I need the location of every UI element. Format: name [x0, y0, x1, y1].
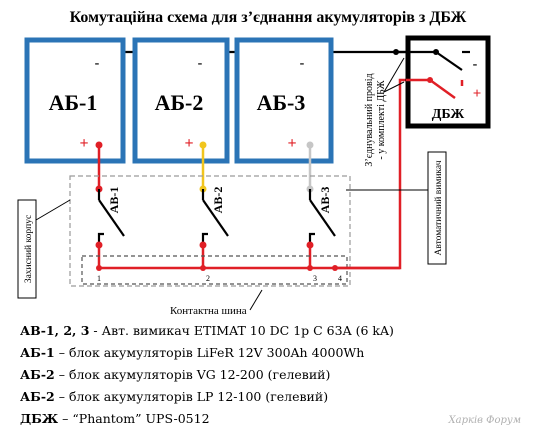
- breaker-av3-label: АВ-3: [318, 187, 332, 214]
- battery-ab2-minus: -: [198, 56, 203, 71]
- battery-ab1-label: АБ-1: [49, 90, 98, 115]
- legend-text: – блок акумуляторів LP 12-100 (гелевий): [54, 389, 329, 404]
- legend-row-breakers: АВ-1, 2, 3 - Авт. вимикач ETIMAT 10 DC 1…: [20, 320, 394, 342]
- protective-case-pointer: [35, 199, 71, 221]
- legend-text: – “Phantom” UPS-0512: [58, 411, 210, 426]
- watermark: Харків Форум: [448, 415, 521, 426]
- battery-ab3: АБ-3 - +: [234, 37, 334, 164]
- legend-key: АБ-2: [20, 367, 55, 382]
- bus-terminal-3-label: 3: [313, 274, 317, 283]
- breaker-av1: АВ-1: [95, 185, 125, 268]
- bus-node-2: [200, 265, 206, 271]
- ups-minus: -: [473, 57, 478, 72]
- legend-row-ab2: АБ-2 – блок акумуляторів VG 12-200 (геле…: [20, 364, 394, 386]
- protective-case-label-box: [17, 199, 37, 299]
- ups-plus: +: [473, 86, 482, 102]
- battery-ab3-plus: +: [287, 135, 296, 152]
- automatic-breaker-label: Автоматичний вимикач: [433, 160, 444, 255]
- breaker-av2: АВ-2: [199, 185, 229, 268]
- legend-row-ab1: АБ-1 – блок акумуляторів LiFeR 12V 300Ah…: [20, 342, 394, 364]
- bus-terminal-1-label: 1: [97, 274, 101, 283]
- legend-key: АБ-2: [20, 389, 55, 404]
- protective-case-label: Захисний корпус: [23, 215, 34, 283]
- legend-text: - Авт. вимикач ETIMAT 10 DC 1p C 63A (6 …: [89, 323, 394, 338]
- contact-bus-box: [81, 255, 348, 285]
- positive-wire-to-ups: [335, 78, 406, 270]
- legend-text: – блок акумуляторів LiFeR 12V 300Ah 4000…: [54, 345, 365, 360]
- legend-row-ups: ДБЖ – “Phantom” UPS-0512: [20, 408, 394, 430]
- connecting-wire-label-line1: З’єднувальний провід: [364, 73, 375, 166]
- legend-key: ДБЖ: [20, 411, 59, 426]
- breaker-av1-label: АВ-1: [107, 187, 121, 214]
- connecting-wire-label-line2: - у комплекті ДБЖ: [376, 80, 387, 159]
- legend-row-ab2-lp: АБ-2 – блок акумуляторів LP 12-100 (геле…: [20, 386, 394, 408]
- battery-ab2-label: АБ-2: [155, 90, 204, 115]
- diagram-title: Комутаційна схема для з’єднання акумулят…: [70, 9, 467, 26]
- positive-terminal-ab3: [306, 141, 314, 149]
- automatic-breaker-label-box: [427, 151, 447, 265]
- ups-dbzh: - + ДБЖ: [396, 35, 491, 129]
- connecting-wire-arrow-top: [383, 57, 405, 93]
- breaker-av2-label: АВ-2: [211, 187, 225, 214]
- legend: АВ-1, 2, 3 - Авт. вимикач ETIMAT 10 DC 1…: [20, 320, 394, 430]
- ups-label: ДБЖ: [432, 107, 465, 122]
- bus-terminal-2-label: 2: [206, 274, 210, 283]
- bus-terminal-4-label: 4: [338, 274, 342, 283]
- battery-ab1-minus: -: [95, 56, 100, 71]
- positive-terminal-ab2: [199, 141, 207, 149]
- contact-bus-label: Контактна шина: [170, 305, 247, 317]
- bus-node-3: [307, 265, 313, 271]
- legend-text: – блок акумуляторів VG 12-200 (гелевий): [54, 367, 331, 382]
- battery-ab2: АБ-2 - +: [132, 37, 230, 164]
- battery-ab1-plus: +: [79, 135, 88, 152]
- battery-ab3-minus: -: [300, 56, 305, 71]
- protective-case: [69, 175, 351, 287]
- connecting-wire-arrow-bottom: [383, 81, 405, 93]
- battery-ab1: АБ-1 - +: [24, 37, 126, 164]
- wiring-diagram: Комутаційна схема для з’єднання акумулят…: [17, 9, 491, 317]
- battery-ab2-plus: +: [184, 135, 193, 152]
- legend-key: АБ-1: [20, 345, 55, 360]
- legend-key: АВ-1, 2, 3: [20, 323, 90, 338]
- contact-bus-pointer: [249, 289, 263, 311]
- positive-terminal-ab1: [95, 141, 103, 149]
- bus-node-1: [96, 265, 102, 271]
- battery-ab3-label: АБ-3: [257, 90, 306, 115]
